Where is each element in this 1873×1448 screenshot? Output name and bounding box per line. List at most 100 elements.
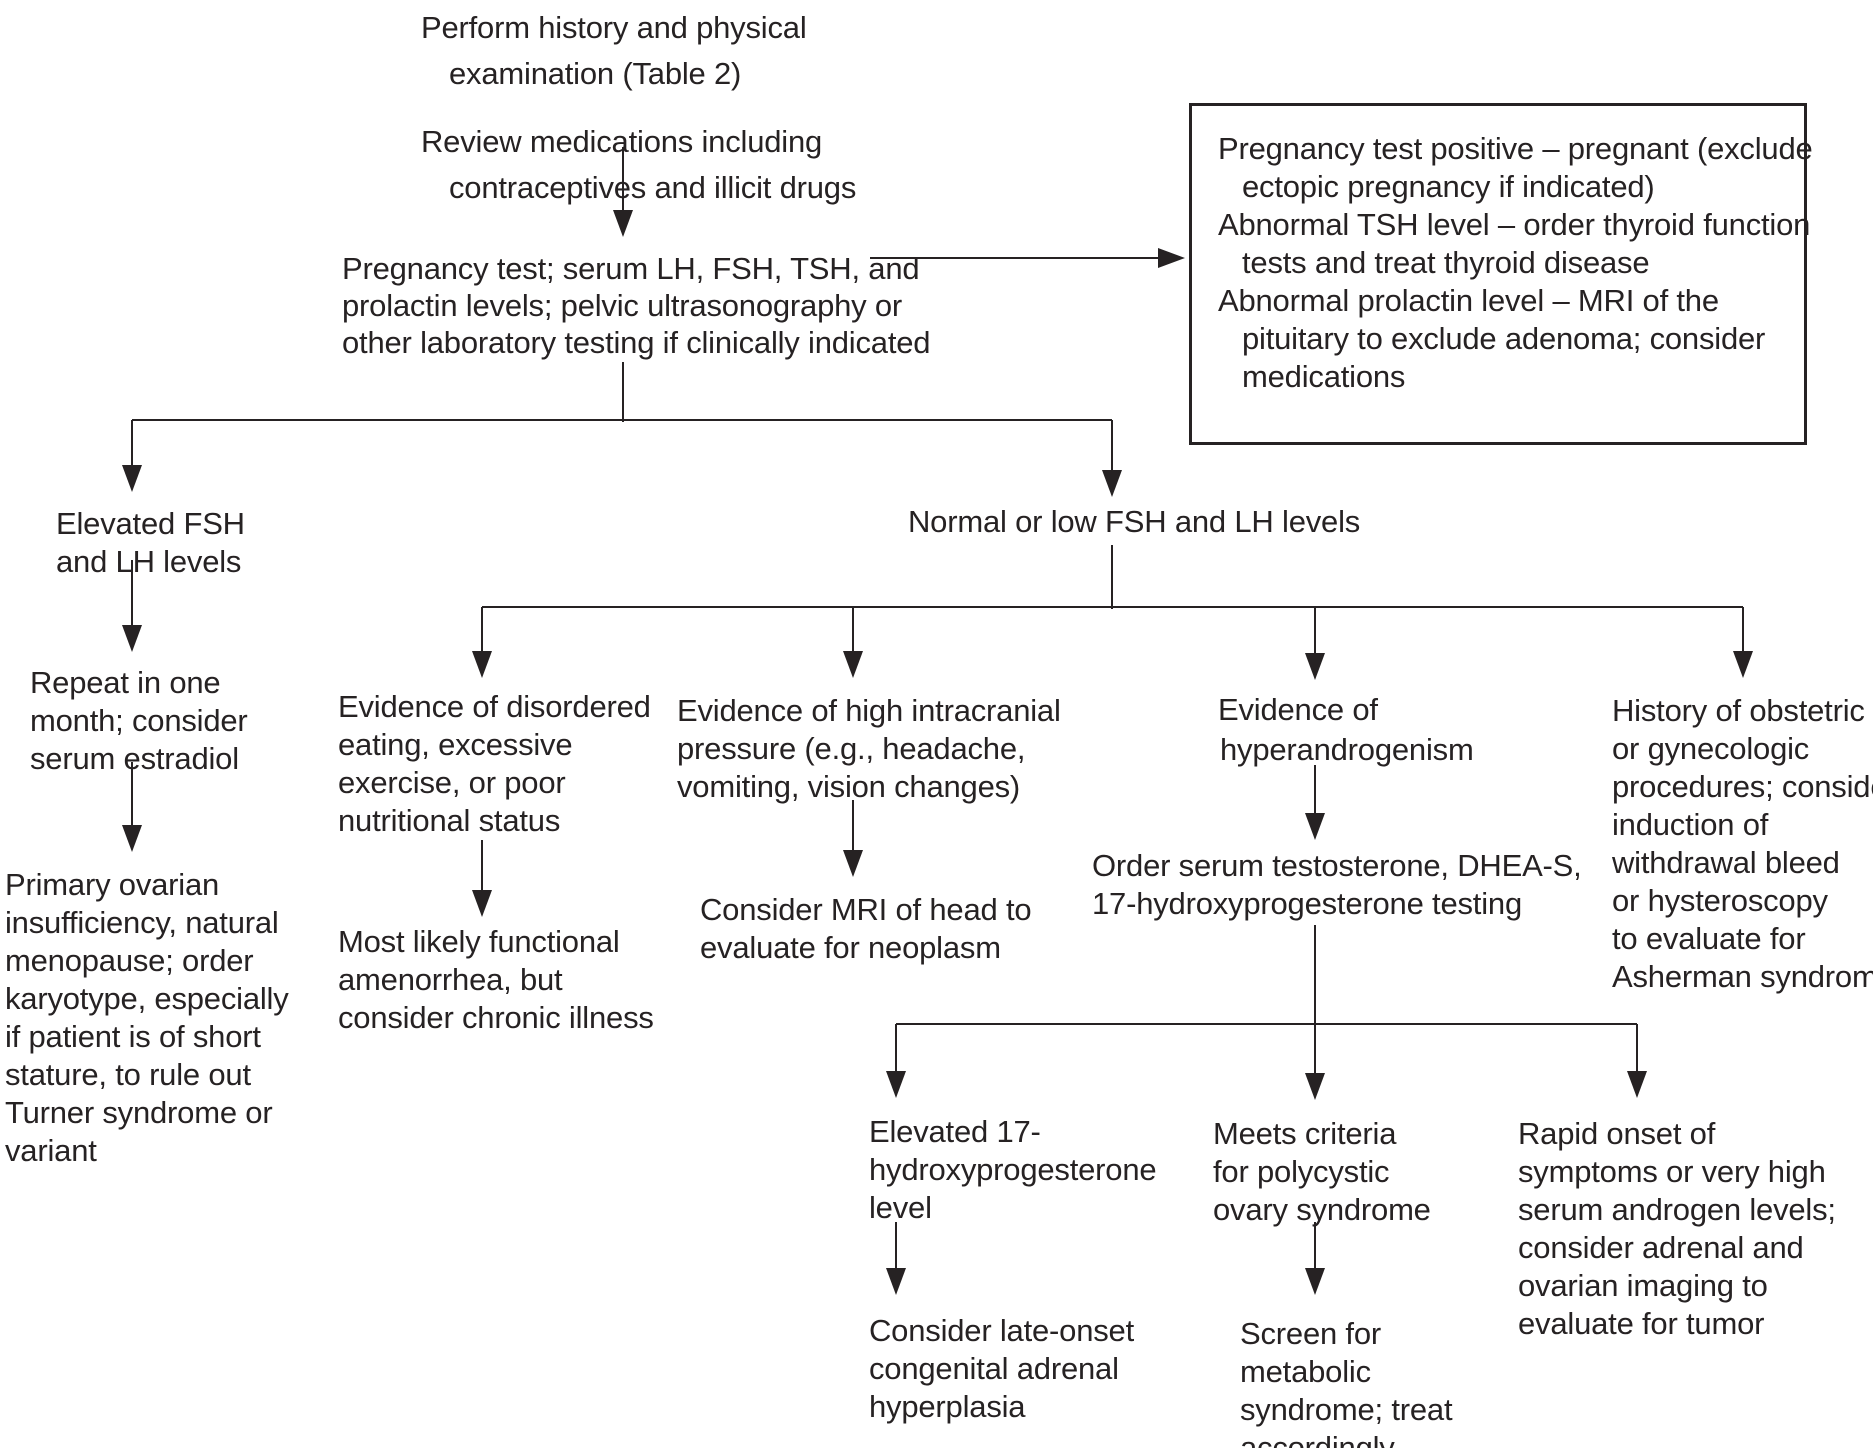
arrow-to-pcos-shaft <box>1314 1024 1316 1076</box>
arrow-to-pcos-arrowhead-icon <box>1305 1073 1325 1100</box>
node-rapid-onset-line: serum androgen levels; <box>1518 1192 1836 1227</box>
arrow-to-disordered-eating-shaft <box>481 607 483 654</box>
arrow-to-late-onset-cah-shaft <box>895 1222 897 1271</box>
arrow-to-initial-workup-shaft <box>622 147 624 213</box>
node-mri-head-line: Consider MRI of head to <box>700 892 1032 927</box>
node-functional-amenorrhea-line: Most likely functional <box>338 924 620 959</box>
node-order-testosterone-line: Order serum testosterone, DHEA-S, <box>1092 848 1582 883</box>
arrow-to-abnormal-results-box-shaft <box>870 257 1161 259</box>
node-repeat-one-month-line: serum estradiol <box>30 741 239 776</box>
split-normal-low-branches <box>482 606 1743 608</box>
node-primary-ovarian-insufficiency-line: stature, to rule out <box>5 1057 251 1092</box>
abnormal-results-box: Pregnancy test positive – pregnant (excl… <box>1189 103 1813 445</box>
node-primary-ovarian-insufficiency-line: variant <box>5 1133 97 1168</box>
node-order-testosterone: Order serum testosterone, DHEA-S,17-hydr… <box>1092 847 1582 923</box>
node-obstetric-history-line: induction of <box>1612 807 1769 842</box>
node-normal-low-fsh-lh-item: Normal or low FSH and LH levels <box>908 503 1360 541</box>
node-initial-workup-line: other laboratory testing if clinically i… <box>342 325 931 360</box>
arrow-to-elevated-17ohp-arrowhead-icon <box>886 1071 906 1098</box>
arrow-to-rapid-onset-arrowhead-icon <box>1627 1071 1647 1098</box>
node-pcos-criteria-line: for polycystic <box>1213 1154 1390 1189</box>
node-rapid-onset-line: evaluate for tumor <box>1518 1306 1765 1341</box>
node-primary-ovarian-insufficiency-line: Primary ovarian <box>5 867 220 902</box>
node-obstetric-history-line: or hysteroscopy <box>1612 883 1828 918</box>
arrow-to-abnormal-results-box-arrowhead-icon <box>1158 248 1185 268</box>
node-primary-ovarian-insufficiency-line: if patient is of short <box>5 1019 261 1054</box>
node-rapid-onset-line: symptoms or very high <box>1518 1154 1826 1189</box>
node-rapid-onset-line: consider adrenal and <box>1518 1230 1804 1265</box>
node-elevated-fsh-lh-line: Elevated FSH <box>56 506 245 541</box>
arrow-to-metabolic-screen-arrowhead-icon <box>1305 1268 1325 1295</box>
arrow-to-intracranial-arrowhead-icon <box>843 651 863 678</box>
abnormal-results-box-line: ectopic pregnancy if indicated) <box>1242 169 1655 204</box>
abnormal-results-box-line: tests and treat thyroid disease <box>1242 245 1650 280</box>
abnormal-results-box-line: medications <box>1242 359 1406 394</box>
node-functional-amenorrhea-line: consider chronic illness <box>338 1000 654 1035</box>
arrow-to-order-testosterone-arrowhead-icon <box>1305 813 1325 840</box>
abnormal-results-box-item: Abnormal TSH level – order thyroid funct… <box>1218 206 1811 282</box>
abnormal-results-box-line: Abnormal TSH level – order thyroid funct… <box>1218 207 1811 242</box>
node-hyperandrogenism-line: hyperandrogenism <box>1220 732 1474 767</box>
node-primary-ovarian-insufficiency-line: insufficiency, natural <box>5 905 279 940</box>
abnormal-results-box-item: Pregnancy test positive – pregnant (excl… <box>1218 130 1813 206</box>
abnormal-results-box-line: pituitary to exclude adenoma; consider <box>1242 321 1766 356</box>
arrow-to-functional-amenorrhea-shaft <box>481 840 483 893</box>
node-disordered-eating-line: nutritional status <box>338 803 561 838</box>
node-normal-low-fsh-lh: Normal or low FSH and LH levels <box>908 503 1360 541</box>
node-metabolic-screen-line: accordingly <box>1240 1430 1395 1448</box>
arrow-to-normal-low-shaft <box>1111 420 1113 473</box>
arrow-to-intracranial-shaft <box>852 607 854 654</box>
node-elevated-17ohp-line: hydroxyprogesterone <box>869 1152 1157 1187</box>
arrow-to-functional-amenorrhea-arrowhead-icon <box>472 890 492 917</box>
node-elevated-17ohp-line: level <box>869 1190 932 1225</box>
node-late-onset-cah-line: hyperplasia <box>869 1389 1026 1424</box>
node-metabolic-screen-line: Screen for <box>1240 1316 1382 1351</box>
arrow-to-obstetric-history-shaft <box>1742 607 1744 654</box>
node-elevated-fsh-lh-line: and LH levels <box>56 544 242 579</box>
node-repeat-one-month-line: month; consider <box>30 703 248 738</box>
stem-initial-workup <box>622 362 624 422</box>
stem-normal-low <box>1111 545 1113 609</box>
node-functional-amenorrhea-line: amenorrhea, but <box>338 962 563 997</box>
node-obstetric-history-line: to evaluate for <box>1612 921 1806 956</box>
node-perform-history-line: Review medications including <box>421 124 823 159</box>
node-pcos-criteria-line: ovary syndrome <box>1213 1192 1431 1227</box>
arrow-to-ovarian-insufficiency-arrowhead-icon <box>122 825 142 852</box>
abnormal-results-box-line: Pregnancy test positive – pregnant (excl… <box>1218 131 1813 166</box>
node-high-intracranial-pressure-line: vomiting, vision changes) <box>677 769 1021 804</box>
arrow-to-ovarian-insufficiency-shaft <box>131 762 133 828</box>
arrow-to-late-onset-cah-arrowhead-icon <box>886 1268 906 1295</box>
node-disordered-eating-line: eating, excessive <box>338 727 573 762</box>
node-obstetric-history-line: or gynecologic <box>1612 731 1810 766</box>
node-initial-workup-line: Pregnancy test; serum LH, FSH, TSH, and <box>342 251 920 286</box>
abnormal-results-box-line: Abnormal prolactin level – MRI of the <box>1218 283 1719 318</box>
node-disordered-eating-line: Evidence of disordered <box>338 689 651 724</box>
split-fsh-branches <box>132 419 1112 421</box>
node-order-testosterone-line: 17-hydroxyprogesterone testing <box>1092 886 1522 921</box>
node-obstetric-history-line: History of obstetric <box>1612 693 1865 728</box>
arrow-to-elevated-fsh-shaft <box>131 420 133 468</box>
